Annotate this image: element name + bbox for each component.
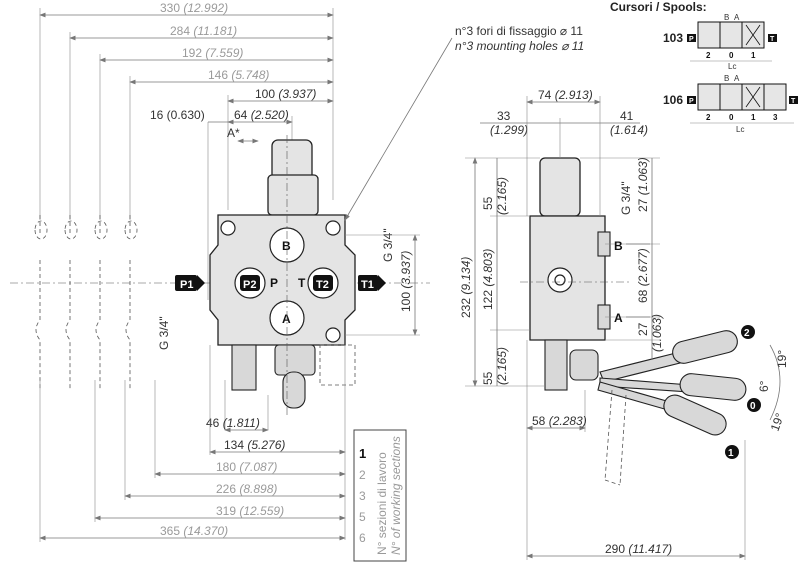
spool-103-port-a: A <box>734 13 740 22</box>
dim-180: 180 (7.087) <box>216 460 277 474</box>
note-line-en: n°3 mounting holes ⌀ 11 <box>455 39 584 53</box>
dim-192: 192 (7.559) <box>182 46 243 60</box>
spool-106: 106 P T B A 2 0 1 3 Lc <box>663 74 798 134</box>
dim-27-top: 27 (1.063) <box>636 157 650 212</box>
dim-100: 100 (3.937) <box>255 87 316 101</box>
dim-55-bottom-inch: (2.165) <box>495 347 509 385</box>
dim-64: 64 (2.520) <box>234 108 289 122</box>
top-dimensions: 330 (12.992) 284 (11.181) 192 (7.559) 14… <box>39 1 334 300</box>
port-t1-label: T1 <box>361 279 374 291</box>
spool-106-port-p: P <box>689 98 694 105</box>
port-b-label: B <box>282 239 291 253</box>
front-vertical-dimensions: G 3/4" 100 (3.937) G 3/4" <box>157 228 420 350</box>
spool-106-port-b: B <box>724 74 729 83</box>
dim-134: 134 (5.276) <box>224 438 285 452</box>
side-port-a: A <box>614 311 623 325</box>
mounting-holes-note: n°3 fori di fissaggio ⌀ 11 n°3 mounting … <box>344 24 584 221</box>
spools-title: Cursori / Spools: <box>610 0 707 14</box>
spool-106-pos-3: 3 <box>773 113 778 122</box>
dim-100-vertical: 100 (3.937) <box>399 251 413 312</box>
dim-122: 122 (4.803) <box>481 249 495 310</box>
dim-27-bottom-inch: (1.063) <box>650 314 664 352</box>
thread-g34-left: G 3/4" <box>157 316 171 350</box>
thread-g34-right: G 3/4" <box>381 228 395 262</box>
dim-284: 284 (11.181) <box>170 24 237 38</box>
angle-6: 6° <box>757 380 771 392</box>
dim-55-top: 55 <box>481 196 495 210</box>
dim-365: 365 (14.370) <box>160 524 228 538</box>
sections-label-it: N° sezioni di lavoro <box>375 452 389 555</box>
dim-232: 232 (9.134) <box>459 257 473 318</box>
dim-55-bottom: 55 <box>481 371 495 385</box>
spool-106-pos-0: 0 <box>729 113 734 122</box>
side-view-dimensions: 74 (2.913) 33 (1.299) 41 (1.614) 232 (9.… <box>459 88 746 560</box>
dim-68: 68 (2.677) <box>636 248 650 303</box>
side-port-b: B <box>614 239 623 253</box>
spools-legend: Cursori / Spools: 103 P T B A 2 0 1 Lc 1… <box>610 0 798 134</box>
spool-103: 103 P T B A 2 0 1 Lc <box>663 13 777 71</box>
spool-106-pos-1: 1 <box>751 113 756 122</box>
spool-103-pos-0: 0 <box>729 51 734 60</box>
spool-106-port-a: A <box>734 74 740 83</box>
port-a-label: A <box>282 312 291 326</box>
dim-46: 46 (1.811) <box>206 416 260 430</box>
side-thread-g34: G 3/4" <box>619 181 633 215</box>
valve-side-view: 2 0 1 19° 6° 19° <box>520 157 789 486</box>
sections-value-3: 3 <box>359 489 366 503</box>
dim-330: 330 (12.992) <box>160 1 228 15</box>
dim-33-inch: (1.299) <box>490 123 528 137</box>
dim-290: 290 (11.417) <box>605 542 672 556</box>
spool-103-port-b: B <box>724 13 729 22</box>
spool-106-pos-2: 2 <box>706 113 711 122</box>
note-line-it: n°3 fori di fissaggio ⌀ 11 <box>455 24 583 38</box>
port-t-label: T <box>298 276 306 290</box>
spool-103-pos-2: 2 <box>706 51 711 60</box>
dim-a-star: A* <box>227 126 240 140</box>
sections-value-1: 1 <box>359 446 366 461</box>
sections-label-en: N° of working sections <box>389 436 403 555</box>
dim-33: 33 <box>497 109 511 123</box>
lever-position-1: 1 <box>728 448 734 459</box>
spool-103-port-t: T <box>770 36 775 43</box>
lever-position-0: 0 <box>750 401 756 412</box>
port-p1-label: P1 <box>180 279 193 291</box>
dim-58: 58 (2.283) <box>532 414 587 428</box>
dim-74: 74 (2.913) <box>538 88 593 102</box>
spool-106-code: 106 <box>663 93 683 107</box>
spool-103-code: 103 <box>663 31 683 45</box>
sections-value-5: 5 <box>359 510 366 524</box>
spool-106-lc: Lc <box>736 125 744 134</box>
dim-319: 319 (12.559) <box>216 504 284 518</box>
angle-19-bottom: 19° <box>768 411 787 433</box>
valve-front-view: P2 T2 B A P T P1 T1 <box>175 135 386 415</box>
sections-value-2: 2 <box>359 468 366 482</box>
angle-19-top: 19° <box>775 350 789 368</box>
dim-55-top-inch: (2.165) <box>495 177 509 215</box>
lever-position-2: 2 <box>744 328 750 339</box>
spool-103-lc: Lc <box>728 62 736 71</box>
port-p2-label: P2 <box>243 279 256 291</box>
spool-103-port-p: P <box>689 36 694 43</box>
spool-103-pos-1: 1 <box>751 51 756 60</box>
dim-27-bottom: 27 <box>636 322 650 336</box>
dim-41-inch: (1.614) <box>610 123 648 137</box>
dim-146: 146 (5.748) <box>208 68 269 82</box>
dim-226: 226 (8.898) <box>216 482 277 496</box>
sections-value-6: 6 <box>359 531 366 545</box>
dim-41: 41 <box>620 109 634 123</box>
dim-16: 16 (0.630) <box>150 108 205 122</box>
bottom-dimensions: 46 (1.811) 134 (5.276) 180 (7.087) 226 (… <box>39 345 346 542</box>
port-t2-label: T2 <box>316 279 329 291</box>
sections-table: 1 2 3 5 6 N° sezioni di lavoro N° of wor… <box>353 429 407 562</box>
spool-106-port-t: T <box>791 98 796 105</box>
port-p-label: P <box>270 276 278 290</box>
